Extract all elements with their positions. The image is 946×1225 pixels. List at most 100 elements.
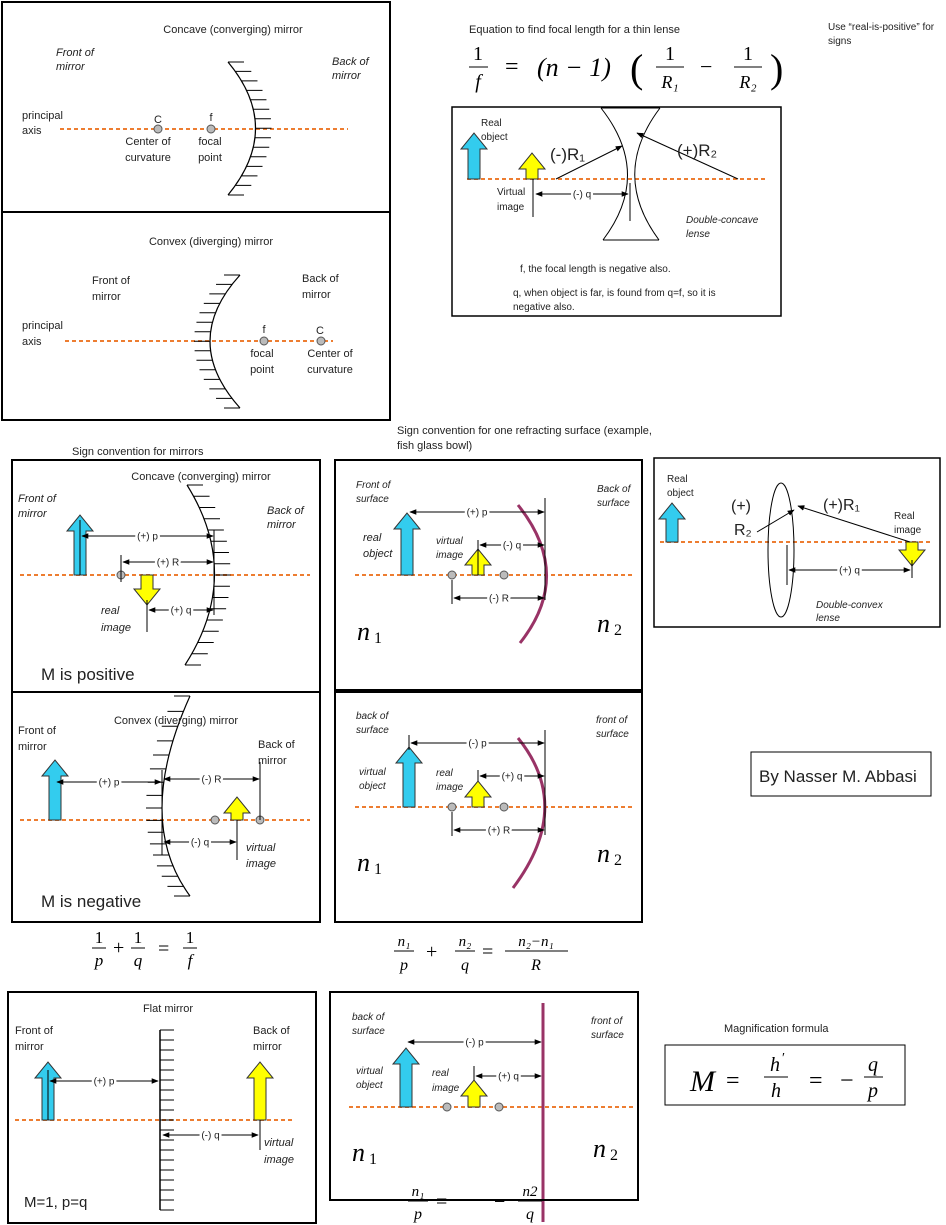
denominator: q — [526, 1206, 534, 1223]
back-label: Back of — [267, 505, 305, 517]
center-of-curvature-label: Center of — [125, 136, 171, 148]
front-label: surface — [356, 494, 389, 505]
numerator: 1 — [665, 43, 675, 65]
n1-subscript: 1 — [369, 1151, 377, 1168]
numerator: n2 — [523, 1184, 539, 1200]
real-object-arrow — [40, 759, 70, 821]
image-label: image — [497, 202, 525, 213]
r2-label: (+)R₂ — [677, 141, 717, 160]
q-note: q, when object is far, is found from q=f… — [513, 288, 716, 299]
numerator: n₂−n₁ — [518, 934, 554, 950]
front-label: Front of — [356, 480, 392, 491]
point-marker — [206, 124, 216, 134]
back-label: surface — [591, 1030, 624, 1041]
sign-note: signs — [828, 36, 851, 47]
denominator: p — [413, 1206, 422, 1223]
virtual-object-arrow — [394, 746, 424, 808]
magnification-note: M is negative — [41, 892, 141, 911]
section-label-refraction: Sign convention for one refracting surfa… — [397, 425, 652, 437]
focal-note: f, the focal length is negative also. — [520, 264, 671, 275]
object-label: Real — [667, 474, 688, 485]
distance-label: (+) q — [171, 606, 192, 617]
point-marker — [447, 570, 457, 580]
back-label: Back of — [332, 56, 370, 68]
n1-label: n — [352, 1138, 365, 1167]
back-label: mirror — [253, 1041, 282, 1053]
focal-point-label: point — [250, 364, 274, 376]
front-label: mirror — [92, 291, 121, 303]
denominator: p — [94, 951, 104, 970]
denominator: p — [399, 957, 408, 974]
numerator: n₁ — [398, 934, 411, 950]
radius-r1-line — [797, 505, 911, 543]
image-label: image — [101, 622, 131, 634]
axis-label: principal — [22, 320, 63, 332]
real-image-arrow — [897, 541, 927, 567]
n1-subscript: 1 — [374, 861, 382, 878]
image-label: Real — [894, 511, 915, 522]
panel-title: Convex (diverging) mirror — [149, 236, 273, 248]
numerator: q — [868, 1054, 878, 1076]
refracting-surface — [516, 504, 548, 644]
image-label: image — [436, 550, 464, 561]
panel-title: Concave (converging) mirror — [131, 471, 271, 483]
mirror-surface — [227, 61, 256, 196]
f-label: f — [262, 324, 266, 336]
front-label: Front of — [18, 493, 57, 505]
real-object-arrow — [459, 132, 489, 180]
virtual-object-arrow — [391, 1047, 421, 1108]
n2-label: n — [597, 839, 610, 868]
object-label: object — [481, 132, 508, 143]
image-label: real — [432, 1068, 449, 1079]
q-note: negative also. — [513, 302, 575, 313]
distance-label: (-) p — [465, 1038, 484, 1049]
image-label: image — [894, 525, 922, 536]
panel-double-concave-lens — [451, 106, 782, 317]
distance-label: (+) p — [99, 778, 120, 789]
lens-equation-caption: Equation to find focal length for a thin… — [469, 24, 680, 36]
image-label: image — [436, 782, 464, 793]
flat-refraction-equation: n₁ p = − n2 q — [408, 1184, 542, 1223]
plus: + — [113, 937, 124, 959]
panel-title: Convex (diverging) mirror — [114, 715, 238, 727]
lens-label: lense — [816, 613, 840, 624]
numerator: 1 — [134, 928, 143, 947]
back-label: Back of — [253, 1025, 291, 1037]
real-image-arrow — [132, 574, 162, 606]
axis-label: principal — [22, 110, 63, 122]
distance-label: (-) p — [468, 739, 487, 750]
equals: = — [726, 1068, 740, 1094]
panel-title: Flat mirror — [143, 1003, 193, 1015]
image-label: image — [264, 1154, 294, 1166]
denominator: q — [134, 951, 143, 970]
virtual-image-arrow — [517, 152, 547, 180]
denominator: f — [188, 951, 195, 970]
front-label: Front of — [56, 47, 95, 59]
n2-subscript: 2 — [614, 852, 622, 869]
prime: ′ — [782, 1051, 785, 1066]
denominator: f — [475, 71, 483, 93]
lens-equation: 1 f = (n − 1) ( 1 R₁ − 1 R₂ ) — [469, 43, 783, 93]
panel-flat-mirror — [7, 991, 317, 1224]
numerator: n₂ — [459, 934, 472, 950]
focal-point-label: point — [198, 152, 222, 164]
center-of-curvature-label: Center of — [307, 348, 353, 360]
distance-label: (-) R — [202, 775, 222, 786]
image-label: image — [246, 858, 276, 870]
back-label: mirror — [302, 289, 331, 301]
point-marker — [499, 802, 509, 812]
m-symbol: M — [689, 1065, 717, 1098]
n2-subscript: 2 — [610, 1147, 618, 1164]
front-label: mirror — [18, 508, 48, 520]
object-label: object — [363, 548, 393, 560]
panel-refraction-virtual-object — [334, 691, 643, 923]
denominator: R₁ — [660, 72, 678, 92]
image-label: virtual — [436, 536, 463, 547]
object-label: virtual — [359, 767, 386, 778]
distance-label: (+) p — [467, 508, 488, 519]
front-label: Front of — [92, 275, 131, 287]
denominator: R₂ — [738, 72, 756, 92]
magnification-formula: M = h ′ h = − q p — [689, 1051, 883, 1102]
sign-note: Use “real-is-positive” for — [828, 22, 935, 33]
